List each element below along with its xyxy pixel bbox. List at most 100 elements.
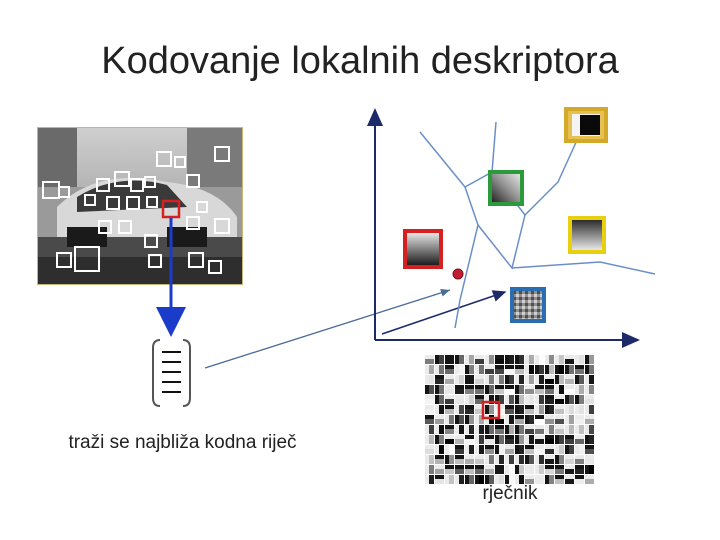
dictionary-patch-detail: [535, 415, 544, 419]
dictionary-patch-detail: [565, 395, 569, 404]
nearest-codeword-caption: traži se najbliža kodna riječ: [60, 430, 305, 456]
query-point: [453, 269, 463, 279]
dictionary-patch-detail: [575, 405, 579, 414]
dictionary-patch-detail: [485, 355, 489, 364]
dictionary-patch-detail: [445, 445, 449, 454]
dictionary-patch-detail: [455, 355, 459, 364]
dictionary-patch-detail: [425, 455, 429, 464]
dictionary-patch-detail: [455, 395, 464, 399]
dictionary-patch-detail: [515, 365, 524, 369]
dictionary-patch-detail: [455, 415, 459, 424]
dictionary-patch-detail: [465, 405, 474, 409]
dictionary-patch-detail: [545, 385, 554, 389]
dictionary-patch-detail: [555, 365, 559, 374]
dictionary-patch-detail: [575, 455, 584, 459]
dictionary-patch-detail: [565, 365, 569, 374]
dictionary-patch-detail: [495, 365, 504, 369]
dictionary-patch-detail: [465, 425, 469, 434]
dictionary-patch-detail: [455, 465, 464, 469]
dictionary-patch-detail: [525, 405, 534, 409]
dictionary-patch-detail: [565, 435, 574, 439]
dictionary-patch-detail: [485, 425, 489, 434]
dictionary-patch-detail: [575, 445, 579, 454]
dictionary-patch-detail: [525, 395, 529, 404]
dictionary-patch-detail: [525, 465, 529, 474]
dictionary-patch-detail: [585, 405, 589, 414]
dictionary-patch-detail: [435, 455, 444, 459]
dictionary-patch-detail: [425, 465, 429, 474]
dictionary-patch-detail: [445, 455, 449, 464]
dictionary-patch-detail: [535, 375, 539, 384]
dictionary-patch-detail: [455, 435, 464, 439]
dictionary-patch-detail: [435, 435, 439, 444]
dictionary-patch-detail: [435, 445, 439, 454]
dictionary-patch-detail: [555, 355, 559, 364]
dictionary-patch-detail: [505, 385, 514, 389]
dictionary-patch-detail: [425, 395, 434, 399]
dictionary-patch-detail: [445, 395, 454, 399]
dictionary-patch-detail: [425, 355, 434, 359]
dictionary-patch-detail: [585, 425, 589, 434]
dictionary-patch-detail: [525, 425, 534, 429]
dictionary-patch-detail: [555, 425, 564, 429]
dictionary-patch-detail: [545, 445, 554, 449]
dictionary-patch-detail: [575, 355, 579, 364]
dictionary-patch-detail: [505, 435, 514, 439]
dictionary-patch-detail: [515, 465, 519, 474]
codeword-yellow: [570, 218, 604, 252]
dictionary-patch-detail: [505, 445, 514, 449]
dictionary-patch-detail: [545, 395, 554, 399]
dictionary-patch-detail: [545, 455, 554, 459]
codeword-blue: [512, 289, 544, 321]
dictionary-patch-detail: [425, 475, 429, 484]
dictionary-patch-detail: [575, 365, 584, 369]
dictionary-patch-detail: [565, 385, 574, 389]
dictionary-patch-detail: [525, 365, 529, 374]
dictionary-patch-detail: [485, 435, 494, 439]
dictionary-patch-detail: [435, 375, 444, 379]
dictionary-patch-detail: [585, 415, 594, 419]
dictionary-patch-detail: [475, 385, 484, 389]
dictionary-patch-detail: [535, 365, 539, 374]
dictionary-patch-detail: [565, 445, 569, 454]
dictionary-patch-detail: [575, 435, 584, 439]
dictionary-patch-detail: [485, 365, 494, 369]
dictionary-patch-detail: [575, 415, 584, 419]
dictionary-patch-detail: [475, 365, 479, 374]
dictionary-patch-detail: [455, 445, 464, 449]
dictionary-patch-detail: [545, 465, 554, 469]
dictionary-patch-detail: [485, 445, 494, 449]
dictionary-patch-detail: [455, 455, 464, 459]
dictionary-patch-detail: [445, 375, 454, 379]
dictionary-patch-detail: [545, 405, 549, 414]
dictionary-patch-detail: [435, 355, 439, 364]
dictionary-label: rječnik: [440, 483, 580, 505]
dictionary-patch-detail: [435, 425, 439, 434]
dictionary-patch-detail: [515, 425, 519, 434]
dictionary-patch-detail: [465, 365, 469, 374]
dictionary-patch-detail: [505, 395, 509, 404]
dictionary-patch-detail: [495, 465, 504, 469]
dictionary-patch-detail: [565, 415, 569, 424]
dictionary-patch-detail: [485, 415, 489, 424]
dictionary-patch-detail: [445, 385, 454, 389]
dictionary-patch-detail: [555, 475, 564, 479]
dictionary-patch-detail: [525, 375, 529, 384]
dictionary-patch-detail: [425, 425, 429, 434]
dictionary-patch-detail: [555, 445, 559, 454]
projection-arrow: [205, 290, 450, 368]
dictionary-patch-detail: [495, 355, 504, 359]
dictionary-patch-detail: [465, 375, 469, 384]
dictionary-patch-detail: [575, 475, 584, 479]
dictionary-patch-detail: [535, 445, 544, 449]
feature-arrow: [382, 292, 505, 334]
dictionary-patch-detail: [585, 385, 589, 394]
dictionary-patch-detail: [575, 385, 579, 394]
dictionary-patch-detail: [425, 445, 434, 449]
dictionary-patch-detail: [545, 415, 554, 419]
dictionary-patch-detail: [425, 405, 434, 409]
dictionary-patch-detail: [535, 355, 539, 364]
dictionary-patch-detail: [425, 385, 429, 394]
dictionary-patch-detail: [425, 415, 434, 419]
